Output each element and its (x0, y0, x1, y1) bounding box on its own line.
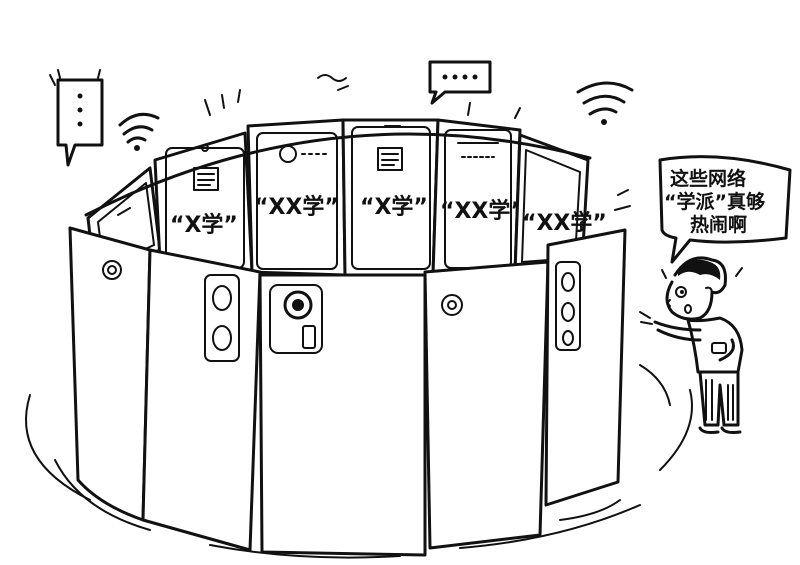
motion-swirl-lines (25, 364, 693, 559)
screen-label-2: “XX学” (254, 194, 339, 220)
speech-line-2: “学派”真够 (664, 190, 765, 213)
message-bubble-icon (49, 69, 104, 167)
screen-label-4: “XX学” (440, 198, 525, 224)
back-phone-ring: “X学” “XX学” “X学” “XX学” “XX学” (84, 118, 607, 282)
screen-label-1: “X学” (170, 212, 238, 238)
floating-icons (49, 60, 634, 211)
screen-label-3: “X学” (360, 194, 428, 220)
speech-line-3: 热闹啊 (690, 213, 747, 236)
chat-dots-icon (428, 60, 492, 105)
wifi-icon (576, 81, 634, 125)
speech-bubble: 这些网络 “学派”真够 热闹啊 (658, 155, 792, 264)
screen-label-5: “XX学” (522, 210, 607, 236)
wifi-icon (118, 112, 160, 151)
front-phone-ring (68, 226, 627, 557)
camera-lens-icon (283, 290, 313, 320)
observer-character (639, 256, 744, 434)
speech-line-1: 这些网络 (670, 167, 746, 190)
wave-mark (317, 74, 347, 82)
